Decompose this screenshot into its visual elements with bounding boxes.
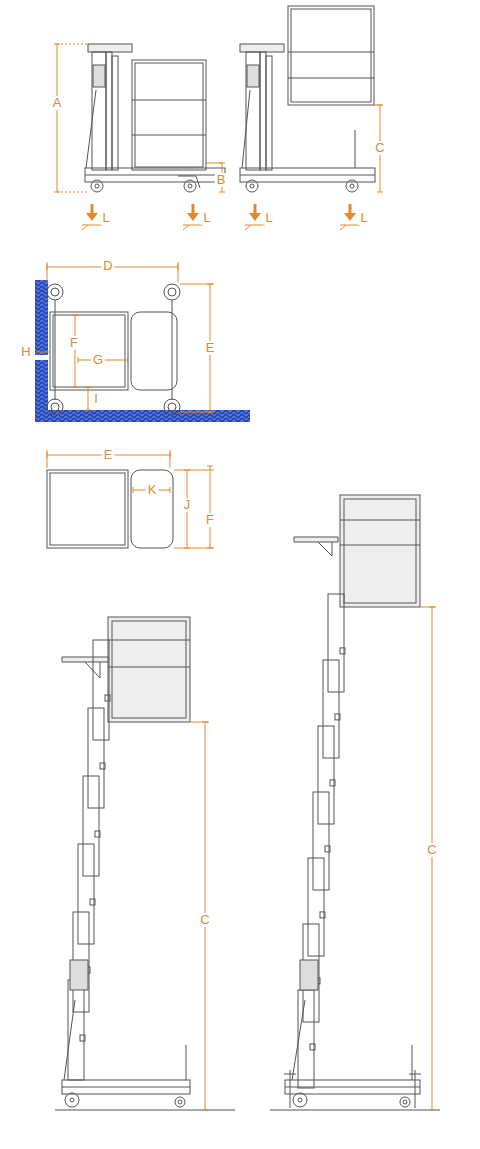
mast-clamp xyxy=(310,1044,315,1050)
lowered-side-view xyxy=(85,44,225,192)
mast-clamp xyxy=(100,763,105,769)
dimension-label: I xyxy=(92,392,100,406)
dimension-label: E xyxy=(204,341,217,355)
dimension-label: L xyxy=(100,211,111,225)
mast-section xyxy=(78,844,94,944)
mast-clamp xyxy=(105,695,110,701)
mast-clamp xyxy=(90,899,95,905)
dimension-label: C xyxy=(198,913,211,927)
wall xyxy=(35,280,250,422)
dimension-label: L xyxy=(201,211,212,225)
extended-side-view-left xyxy=(55,617,235,1110)
mast-section xyxy=(83,776,99,876)
mast-clamp xyxy=(80,1035,85,1041)
dimension-lines xyxy=(47,450,214,548)
dimension-label: D xyxy=(101,259,114,273)
mast-clamp xyxy=(325,846,330,852)
dimension-lines xyxy=(57,44,222,192)
dimension-label: F xyxy=(204,513,216,527)
plan-view xyxy=(47,284,180,415)
dimension-label: H xyxy=(19,345,32,359)
mast-clamp xyxy=(95,831,100,837)
mast-section xyxy=(298,990,314,1088)
mast-section xyxy=(318,726,334,824)
mast-clamp xyxy=(335,714,340,720)
dimension-label: C xyxy=(425,843,438,857)
mast-clamp xyxy=(330,780,335,786)
dimension-label: A xyxy=(51,96,64,110)
mast-clamp xyxy=(340,648,345,654)
dimension-label: L xyxy=(263,211,274,225)
dimension-lines xyxy=(36,262,214,412)
dimension-label: E xyxy=(102,448,115,462)
dimension-label: L xyxy=(358,211,369,225)
small-plan-view xyxy=(47,470,173,548)
mast-section xyxy=(88,708,104,808)
mast-clamp xyxy=(320,912,325,918)
mast-section xyxy=(313,792,329,890)
dimension-label: K xyxy=(146,483,159,497)
mast-section xyxy=(93,640,109,740)
mast-section xyxy=(323,660,339,758)
dimension-label: F xyxy=(68,336,80,350)
mast-section xyxy=(328,594,344,692)
raised-side-view xyxy=(240,6,375,192)
dimension-lines xyxy=(420,607,436,1110)
dimension-label: G xyxy=(91,353,105,367)
mast-section xyxy=(308,858,324,956)
dimension-label: J xyxy=(182,498,193,512)
load-arrows xyxy=(82,204,360,230)
dimension-label: B xyxy=(215,173,228,187)
extended-side-view-right xyxy=(270,495,440,1110)
dimension-label: C xyxy=(373,141,386,155)
